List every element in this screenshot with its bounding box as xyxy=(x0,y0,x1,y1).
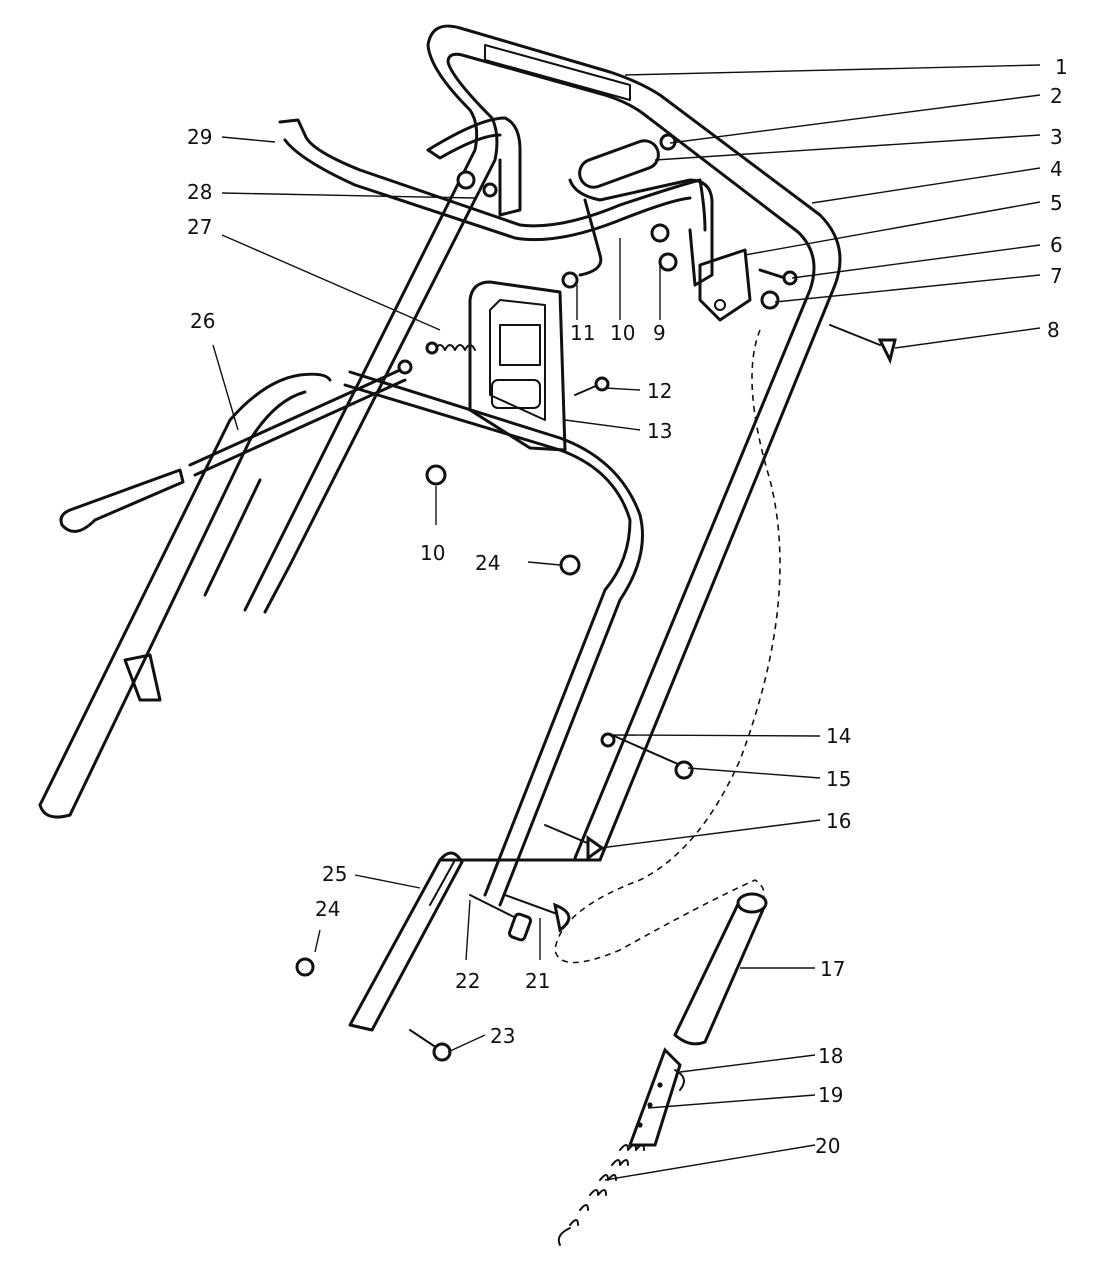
callout-28: 28 xyxy=(187,180,212,204)
cable xyxy=(554,329,781,964)
control-rod-26 xyxy=(59,359,413,533)
spring-27 xyxy=(425,341,476,355)
callout-13: 13 xyxy=(647,419,672,443)
callout-4: 4 xyxy=(1050,157,1063,181)
callout-23: 23 xyxy=(490,1024,515,1048)
callout-8: 8 xyxy=(1047,318,1060,342)
lower-handle xyxy=(343,370,644,1032)
control-rod xyxy=(278,118,707,242)
bracket-plate xyxy=(468,280,567,452)
callout-21: 21 xyxy=(525,969,550,993)
callout-19: 19 xyxy=(818,1083,843,1107)
fasteners xyxy=(295,271,897,1062)
callout-9: 9 xyxy=(653,321,666,345)
callout-26: 26 xyxy=(190,309,215,333)
callout-1: 1 xyxy=(1055,55,1068,79)
callout-29: 29 xyxy=(187,125,212,149)
control-bail xyxy=(568,133,714,287)
right-bracket xyxy=(650,223,798,322)
upper-handle xyxy=(243,24,842,862)
callout-14: 14 xyxy=(826,724,851,748)
callout-5: 5 xyxy=(1050,191,1063,215)
callout-17: 17 xyxy=(820,957,845,981)
left-handle-arm xyxy=(38,372,332,819)
callout-10-upper: 10 xyxy=(610,321,635,345)
upper-bracket xyxy=(426,116,522,217)
callout-2: 2 xyxy=(1050,84,1063,108)
callout-24-upper: 24 xyxy=(475,551,500,575)
callout-16: 16 xyxy=(826,809,851,833)
callout-24-lower: 24 xyxy=(315,897,340,921)
callout-12: 12 xyxy=(647,379,672,403)
callout-20: 20 xyxy=(815,1134,840,1158)
callout-11: 11 xyxy=(570,321,595,345)
leader-lines xyxy=(212,64,1041,1181)
callout-3: 3 xyxy=(1050,125,1063,149)
callout-25: 25 xyxy=(322,862,347,886)
callout-18: 18 xyxy=(818,1044,843,1068)
grip-assembly xyxy=(557,892,768,1246)
callout-22: 22 xyxy=(455,969,480,993)
callout-27: 27 xyxy=(187,215,212,239)
callout-7: 7 xyxy=(1050,264,1063,288)
callout-15: 15 xyxy=(826,767,851,791)
callout-6: 6 xyxy=(1050,233,1063,257)
callout-labels: 1 2 3 4 5 6 7 8 9 10 11 12 13 10 24 14 1… xyxy=(187,55,1068,1158)
callout-10-lower: 10 xyxy=(420,541,445,565)
